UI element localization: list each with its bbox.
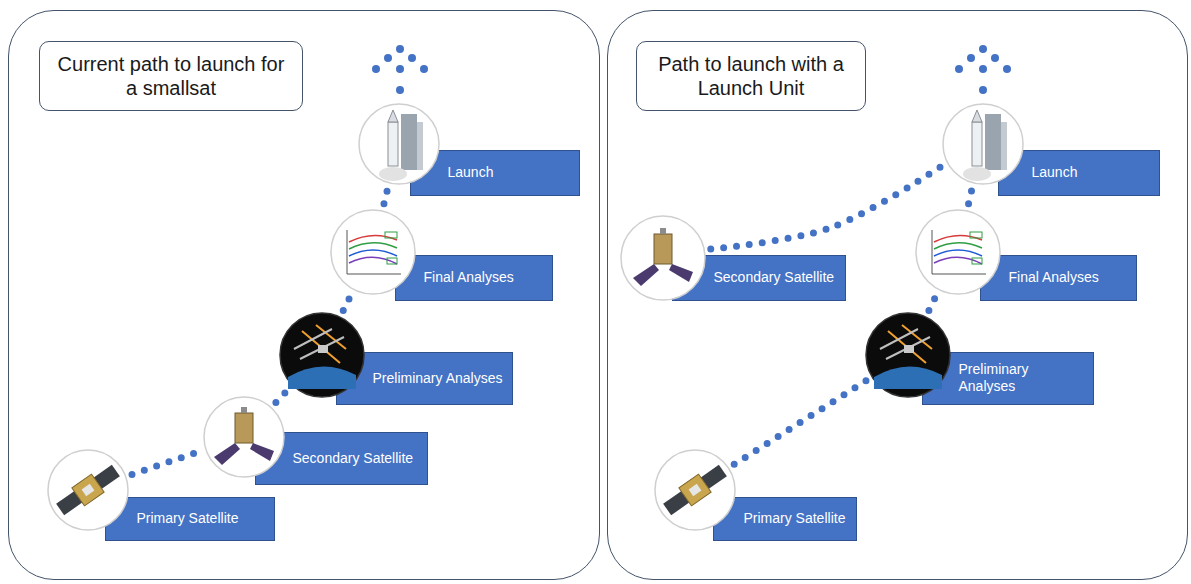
path-panel: Current path to launch for a smallsatLau… (8, 10, 600, 580)
step-label: Preliminary Analyses (373, 370, 503, 387)
step-label: Final Analyses (1009, 269, 1099, 286)
step-label: Secondary Satellite (293, 450, 414, 467)
step-node: Secondary Satellite (621, 216, 844, 301)
panel-title-box: Current path to launch for a smallsat (39, 41, 303, 111)
step-label: Launch (1032, 164, 1078, 181)
step-icon (203, 396, 285, 478)
step-node: Preliminary Analyses (866, 313, 1092, 405)
step-label-box: Primary Satellite (713, 497, 857, 541)
dotted-connector (929, 296, 936, 311)
step-node: Primary Satellite (48, 450, 275, 541)
step-node: Preliminary Analyses (280, 313, 511, 405)
step-icon (620, 215, 706, 301)
step-label-box: Final Analyses (980, 255, 1137, 301)
step-label: Primary Satellite (744, 510, 846, 527)
step-icon (358, 103, 440, 185)
step-icon (330, 209, 416, 295)
step-node: Final Analyses (916, 210, 1137, 301)
step-icon (865, 312, 951, 398)
step-label-box: Primary Satellite (105, 497, 275, 541)
step-icon (47, 449, 129, 531)
step-node: Primary Satellite (655, 450, 856, 541)
panel-title: Current path to launch for a smallsat (50, 52, 292, 100)
step-label: Preliminary Analyses (959, 361, 1085, 395)
step-node: Launch (943, 104, 1160, 196)
dotted-connector (276, 390, 288, 402)
dotted-connector (132, 452, 199, 475)
panel-title: Path to launch with a Launch Unit (647, 52, 855, 100)
step-icon (915, 209, 1001, 295)
dotted-connector (969, 189, 972, 203)
step-label-box: Final Analyses (395, 255, 553, 301)
step-icon (279, 312, 365, 398)
step-label: Launch (448, 164, 494, 181)
dotted-connector (711, 166, 942, 249)
dotted-connector (384, 189, 388, 204)
step-label: Secondary Satellite (714, 269, 835, 286)
step-node: Launch (359, 104, 580, 196)
step-label-box: Launch (998, 150, 1160, 196)
step-label: Final Analyses (424, 269, 514, 286)
step-icon (654, 449, 736, 531)
step-node: Secondary Satellite (204, 397, 428, 485)
dotted-connector (734, 381, 866, 465)
step-node: Final Analyses (331, 210, 553, 301)
step-label: Primary Satellite (137, 510, 239, 527)
path-panel: Path to launch with a Launch UnitLaunchS… (607, 10, 1188, 580)
step-icon (942, 103, 1024, 185)
dotted-connector (343, 295, 351, 310)
panel-title-box: Path to launch with a Launch Unit (636, 41, 866, 111)
